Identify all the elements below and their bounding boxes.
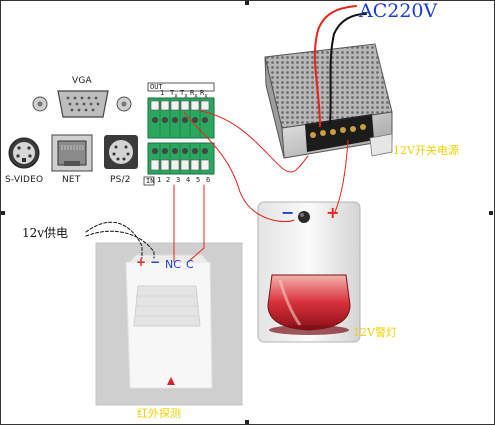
c-wire [187,184,205,263]
svideo-port [8,137,40,169]
top-pin-label: Rx [190,89,198,100]
bottom-pin-label: 6 [206,176,211,184]
top-pin-label: Tx [170,89,178,100]
sensor-nc-label: NC [165,258,181,271]
corner-marker [245,1,249,5]
svideo-label: S-VIDEO [5,175,44,185]
top-pin-label: Rx [200,89,208,100]
warning-light [257,201,361,343]
sensor-plus-label: + [136,255,147,269]
top-pin-label: Tx [180,89,188,100]
power-supply [264,43,393,159]
terminal-in-label: IN [146,177,155,185]
power-supply-label: 12V开关电源 [393,144,459,157]
siren-minus-wire [183,111,295,223]
sensor-power-label: 12v供电 [22,226,69,240]
power-plus-lead [85,221,143,259]
bottom-pin-label: 4 [186,176,191,184]
bottom-pin-label: 2 [166,176,171,184]
ac220v-label: AC220V [359,0,438,22]
terminal-out-label: OUT [150,83,163,91]
ps2-label: PS/2 [110,175,131,185]
ac-live-wire [313,5,357,127]
vga-label: VGA [72,76,92,86]
power-minus-lead [85,230,155,259]
siren-plus-label: + [326,203,340,222]
bottom-pin-label: 1 [157,176,162,184]
net-port [51,134,93,172]
ps2-port [104,135,138,169]
sensor-c-label: C [186,258,194,271]
wires [85,5,367,263]
bottom-pin-label: 5 [196,176,201,184]
corner-marker [1,211,5,215]
ac-neutral-wire [329,13,367,125]
pir-sensor-label: 红外探测 [137,407,181,420]
net-label: NET [62,175,81,185]
siren-minus-label: − [281,203,295,222]
corner-marker [245,420,249,424]
alarm-out-wire [199,110,309,173]
sensor-minus-label: − [150,255,161,269]
warning-light-label: 12V警灯 [353,326,397,339]
terminal-block [143,82,215,186]
pir-sensor [95,242,243,406]
vga-port [32,90,132,118]
bottom-pin-label: 3 [176,176,181,184]
corner-marker [489,211,493,215]
siren-plus-wire [334,139,349,213]
top-pin-label: 1 [160,89,165,97]
